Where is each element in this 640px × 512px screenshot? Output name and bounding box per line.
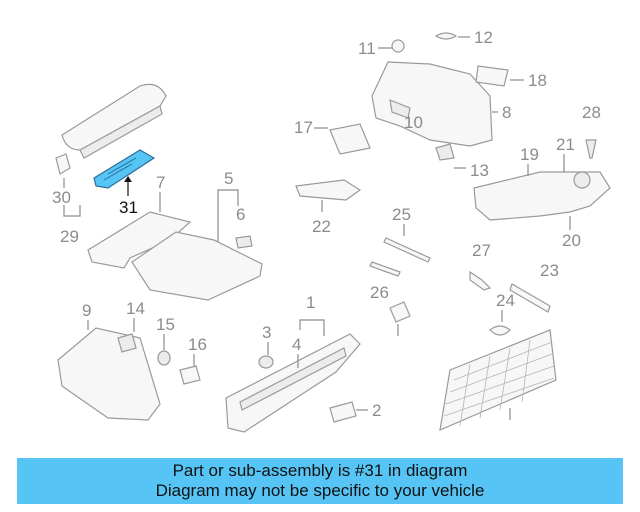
callout-14[interactable]: 14	[126, 299, 145, 318]
callout-18[interactable]: 18	[528, 71, 547, 90]
trunk-floor-mats	[87, 211, 263, 301]
bracket-1	[299, 319, 325, 336]
right-side-panel	[473, 139, 611, 221]
callout-2[interactable]: 2	[372, 401, 381, 420]
caption-line-2: Diagram may not be specific to your vehi…	[155, 481, 485, 500]
callout-5[interactable]: 5	[224, 169, 233, 188]
callout-1[interactable]: 1	[306, 293, 315, 312]
callout-21[interactable]: 21	[556, 135, 575, 154]
callout-15[interactable]: 15	[156, 315, 175, 334]
part-17	[329, 123, 371, 155]
callout-10[interactable]: 10	[404, 113, 423, 132]
callout-6[interactable]: 6	[236, 205, 245, 224]
callout-29[interactable]: 29	[60, 227, 79, 246]
callout-9[interactable]: 9	[82, 301, 91, 320]
parts-diagram: 31 30 29 7 5 6 11 12 18 8 10 13 17	[52, 28, 611, 433]
rear-sill-panel	[225, 333, 361, 433]
callout-12[interactable]: 12	[474, 28, 493, 47]
callout-16[interactable]: 16	[188, 335, 207, 354]
callout-25[interactable]: 25	[392, 205, 411, 224]
callout-3[interactable]: 3	[262, 323, 271, 342]
tools	[369, 237, 551, 336]
caption-banner: Part or sub-assembly is #31 in diagram D…	[17, 458, 623, 504]
callout-11[interactable]: 11	[358, 39, 376, 58]
arrow-31	[124, 176, 132, 182]
callout-31[interactable]: 31	[119, 198, 138, 217]
cargo-net	[439, 329, 557, 431]
left-side-trim	[57, 327, 274, 421]
package-tray	[61, 83, 167, 159]
part-33	[389, 301, 411, 323]
bracket-5	[217, 189, 239, 242]
part-30	[55, 153, 71, 175]
callout-24[interactable]: 24	[496, 291, 515, 310]
callout-8[interactable]: 8	[502, 103, 511, 122]
callout-23[interactable]: 23	[540, 261, 559, 280]
callout-4[interactable]: 4	[292, 335, 301, 354]
callout-19[interactable]: 19	[520, 145, 539, 164]
callout-17[interactable]: 17	[294, 118, 313, 137]
callout-28[interactable]: 28	[582, 103, 601, 122]
callout-20[interactable]: 20	[562, 231, 581, 250]
part-31-highlighted[interactable]	[93, 149, 156, 189]
trunk-side-trim	[371, 32, 509, 161]
callout-22[interactable]: 22	[312, 217, 331, 236]
callout-27[interactable]: 27	[472, 241, 491, 260]
caption-line-1: Part or sub-assembly is #31 in diagram	[172, 461, 468, 480]
callout-26[interactable]: 26	[370, 283, 389, 302]
callout-7[interactable]: 7	[156, 173, 165, 192]
part-22	[295, 179, 362, 201]
bracket-29	[63, 205, 81, 217]
callout-30[interactable]: 30	[52, 188, 71, 207]
callout-13[interactable]: 13	[470, 161, 489, 180]
